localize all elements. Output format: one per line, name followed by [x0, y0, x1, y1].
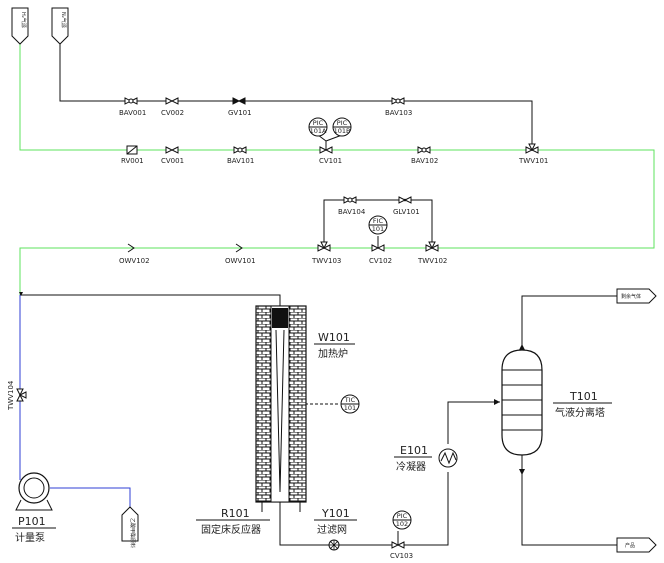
source-h2: H₂气源 [11, 7, 29, 45]
bypass-line [323, 199, 433, 242]
source-n2-label: N₂气源 [60, 12, 67, 28]
source-h2-label: H₂气源 [20, 12, 27, 28]
valve-bav102[interactable]: BAV102 [411, 146, 438, 165]
fic101-loop: 101 [372, 225, 384, 233]
pic101b-loop: 101B [334, 127, 351, 135]
valve-bav102-label: BAV102 [411, 157, 438, 165]
valve-twv103[interactable]: TWV103 [311, 241, 341, 265]
valve-twv102-label: TWV102 [417, 257, 447, 265]
valve-cv103[interactable]: CV103 [390, 531, 413, 560]
equipment-p101: P101 计量泵 [12, 515, 56, 544]
p101-name: 计量泵 [15, 531, 45, 544]
valve-owv102-label: OWV102 [119, 257, 150, 265]
valve-twv103-label: TWV103 [311, 257, 341, 265]
valve-cv102[interactable]: CV102 [369, 236, 392, 265]
valve-bav101[interactable]: BAV101 [227, 146, 254, 165]
h2-supply-line [19, 42, 655, 295]
instrument-pic102[interactable]: PIC 102 [392, 510, 412, 530]
equipment-t101: T101 气液分离塔 [553, 390, 612, 419]
source-feed: 乙酸甲酯原料 [121, 506, 139, 548]
valve-glv101[interactable]: GLV101 [393, 196, 420, 216]
piping [19, 42, 655, 546]
valve-owv102[interactable]: OWV102 [119, 243, 150, 265]
valve-gv101[interactable]: GV101 [228, 97, 252, 117]
y101-name: 过滤网 [317, 523, 347, 536]
valve-bav103-label: BAV103 [385, 109, 412, 117]
w101-tag: W101 [318, 331, 350, 344]
valve-cv001[interactable]: CV001 [161, 146, 184, 165]
valve-rv001-label: RV001 [121, 157, 144, 165]
r101-tag: R101 [221, 507, 250, 520]
outlet-gas-label: 剩余气体 [621, 293, 641, 300]
filter-y101[interactable] [328, 539, 340, 551]
valve-twv102[interactable]: TWV102 [417, 241, 447, 265]
valve-cv101-label: CV101 [319, 157, 342, 165]
instrument-pic101a[interactable]: PIC 101A [308, 117, 328, 137]
valve-bav001-label: BAV001 [119, 109, 146, 117]
valve-cv102-label: CV102 [369, 257, 392, 265]
t101-tag: T101 [569, 390, 598, 403]
valve-twv101-label: TWV101 [518, 157, 548, 165]
condenser-e101[interactable] [438, 448, 458, 468]
pic101a-loop: 101A [310, 127, 327, 135]
valve-owv101-label: OWV101 [225, 257, 256, 265]
e101-tag: E101 [400, 444, 428, 457]
source-n2: N₂气源 [51, 7, 69, 45]
valve-cv103-label: CV103 [390, 552, 413, 560]
outlet-gas: 剩余气体 [616, 288, 657, 304]
feed-suction-line [50, 487, 131, 515]
outlet-product: 产品 [616, 537, 657, 553]
equipment-r101: R101 固定床反应器 [196, 507, 270, 536]
n2-supply-line [59, 42, 533, 145]
tower-t101[interactable] [501, 349, 543, 456]
tower-product-line [521, 455, 617, 546]
reactor-inlet-line [20, 294, 281, 312]
valve-cv002[interactable]: CV002 [161, 97, 184, 117]
valve-twv101[interactable]: TWV101 [518, 143, 548, 165]
t101-name: 气液分离塔 [555, 406, 605, 419]
instrument-pic101b[interactable]: PIC 101B [332, 117, 352, 137]
valve-bav104-label: BAV104 [338, 208, 366, 216]
fic101-func: FIC [373, 217, 384, 225]
flow-arrows [19, 292, 525, 475]
pic102-func: PIC [397, 512, 408, 520]
valve-rv001[interactable]: RV001 [121, 145, 144, 165]
tic101-loop: 101 [344, 404, 356, 412]
valve-cv001-label: CV001 [161, 157, 184, 165]
pump-p101[interactable] [15, 472, 53, 511]
valve-bav104[interactable]: BAV104 [338, 196, 366, 216]
equipment-y101: Y101 过滤网 [314, 507, 357, 536]
valve-bav101-label: BAV101 [227, 157, 254, 165]
reactor-outlet-line [279, 472, 449, 546]
y101-tag: Y101 [321, 507, 350, 520]
pic102-loop: 102 [396, 520, 408, 528]
pic101b-func: PIC [337, 119, 348, 127]
w101-name: 加热炉 [318, 347, 348, 360]
instrument-tic101[interactable]: TIC 101 [340, 394, 360, 414]
equipment-w101: W101 加热炉 [314, 331, 355, 360]
e101-name: 冷凝器 [396, 460, 426, 473]
r101-name: 固定床反应器 [201, 523, 261, 536]
reactor-furnace[interactable] [255, 305, 307, 512]
valve-glv101-label: GLV101 [393, 208, 420, 216]
valve-cv002-label: CV002 [161, 109, 184, 117]
p101-tag: P101 [18, 515, 46, 528]
valve-owv101[interactable]: OWV101 [225, 243, 256, 265]
tower-gas-line [521, 295, 617, 348]
valve-bav001[interactable]: BAV001 [119, 97, 146, 117]
valve-gv101-label: GV101 [228, 109, 252, 117]
valve-twv104[interactable]: TWV104 [7, 380, 27, 411]
tic101-func: TIC [344, 396, 356, 404]
instrument-fic101[interactable]: FIC 101 [368, 215, 388, 235]
source-feed-label: 乙酸甲酯原料 [129, 518, 136, 548]
equipment-e101: E101 冷凝器 [394, 444, 432, 473]
valve-twv104-label: TWV104 [7, 380, 15, 411]
condenser-to-tower-line [447, 401, 500, 444]
outlet-product-label: 产品 [625, 542, 635, 549]
pic101a-func: PIC [313, 119, 324, 127]
valve-bav103[interactable]: BAV103 [385, 97, 412, 117]
